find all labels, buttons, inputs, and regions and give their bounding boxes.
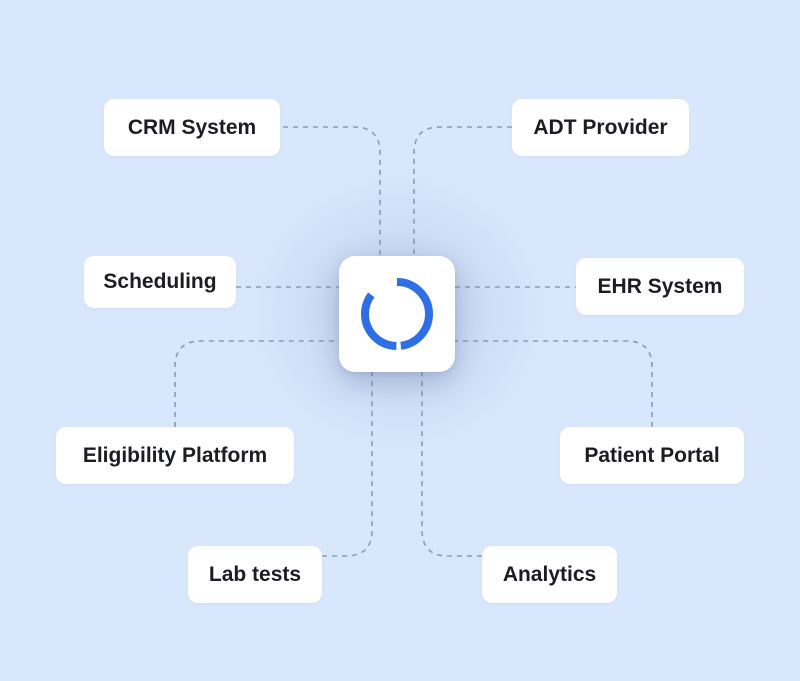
- connector-crm: [283, 126, 381, 256]
- hub-card: [339, 256, 455, 372]
- node-label: Lab tests: [208, 562, 302, 586]
- node-eligibility-platform: Eligibility Platform: [56, 427, 294, 484]
- node-crm-system: CRM System: [104, 99, 280, 156]
- node-label: Scheduling: [103, 270, 217, 293]
- node-label: Eligibility Platform: [82, 443, 268, 467]
- node-analytics: Analytics: [482, 546, 617, 603]
- connector-lab: [322, 372, 373, 557]
- connector-adt: [413, 126, 512, 256]
- node-label: EHR System: [597, 274, 723, 298]
- node-adt-provider: ADT Provider: [512, 99, 689, 156]
- connector-portal: [455, 340, 653, 427]
- node-label: CRM System: [127, 115, 257, 139]
- node-lab-tests: Lab tests: [188, 546, 322, 603]
- node-ehr-system: EHR System: [576, 258, 744, 315]
- node-scheduling: Scheduling: [84, 256, 236, 308]
- node-patient-portal: Patient Portal: [560, 427, 744, 484]
- ring-logo-icon: [361, 278, 433, 350]
- node-label: Analytics: [502, 562, 597, 586]
- node-label: Patient Portal: [584, 443, 720, 467]
- connector-analytics: [421, 372, 482, 557]
- connector-eligibility: [174, 340, 339, 427]
- node-label: ADT Provider: [533, 115, 668, 139]
